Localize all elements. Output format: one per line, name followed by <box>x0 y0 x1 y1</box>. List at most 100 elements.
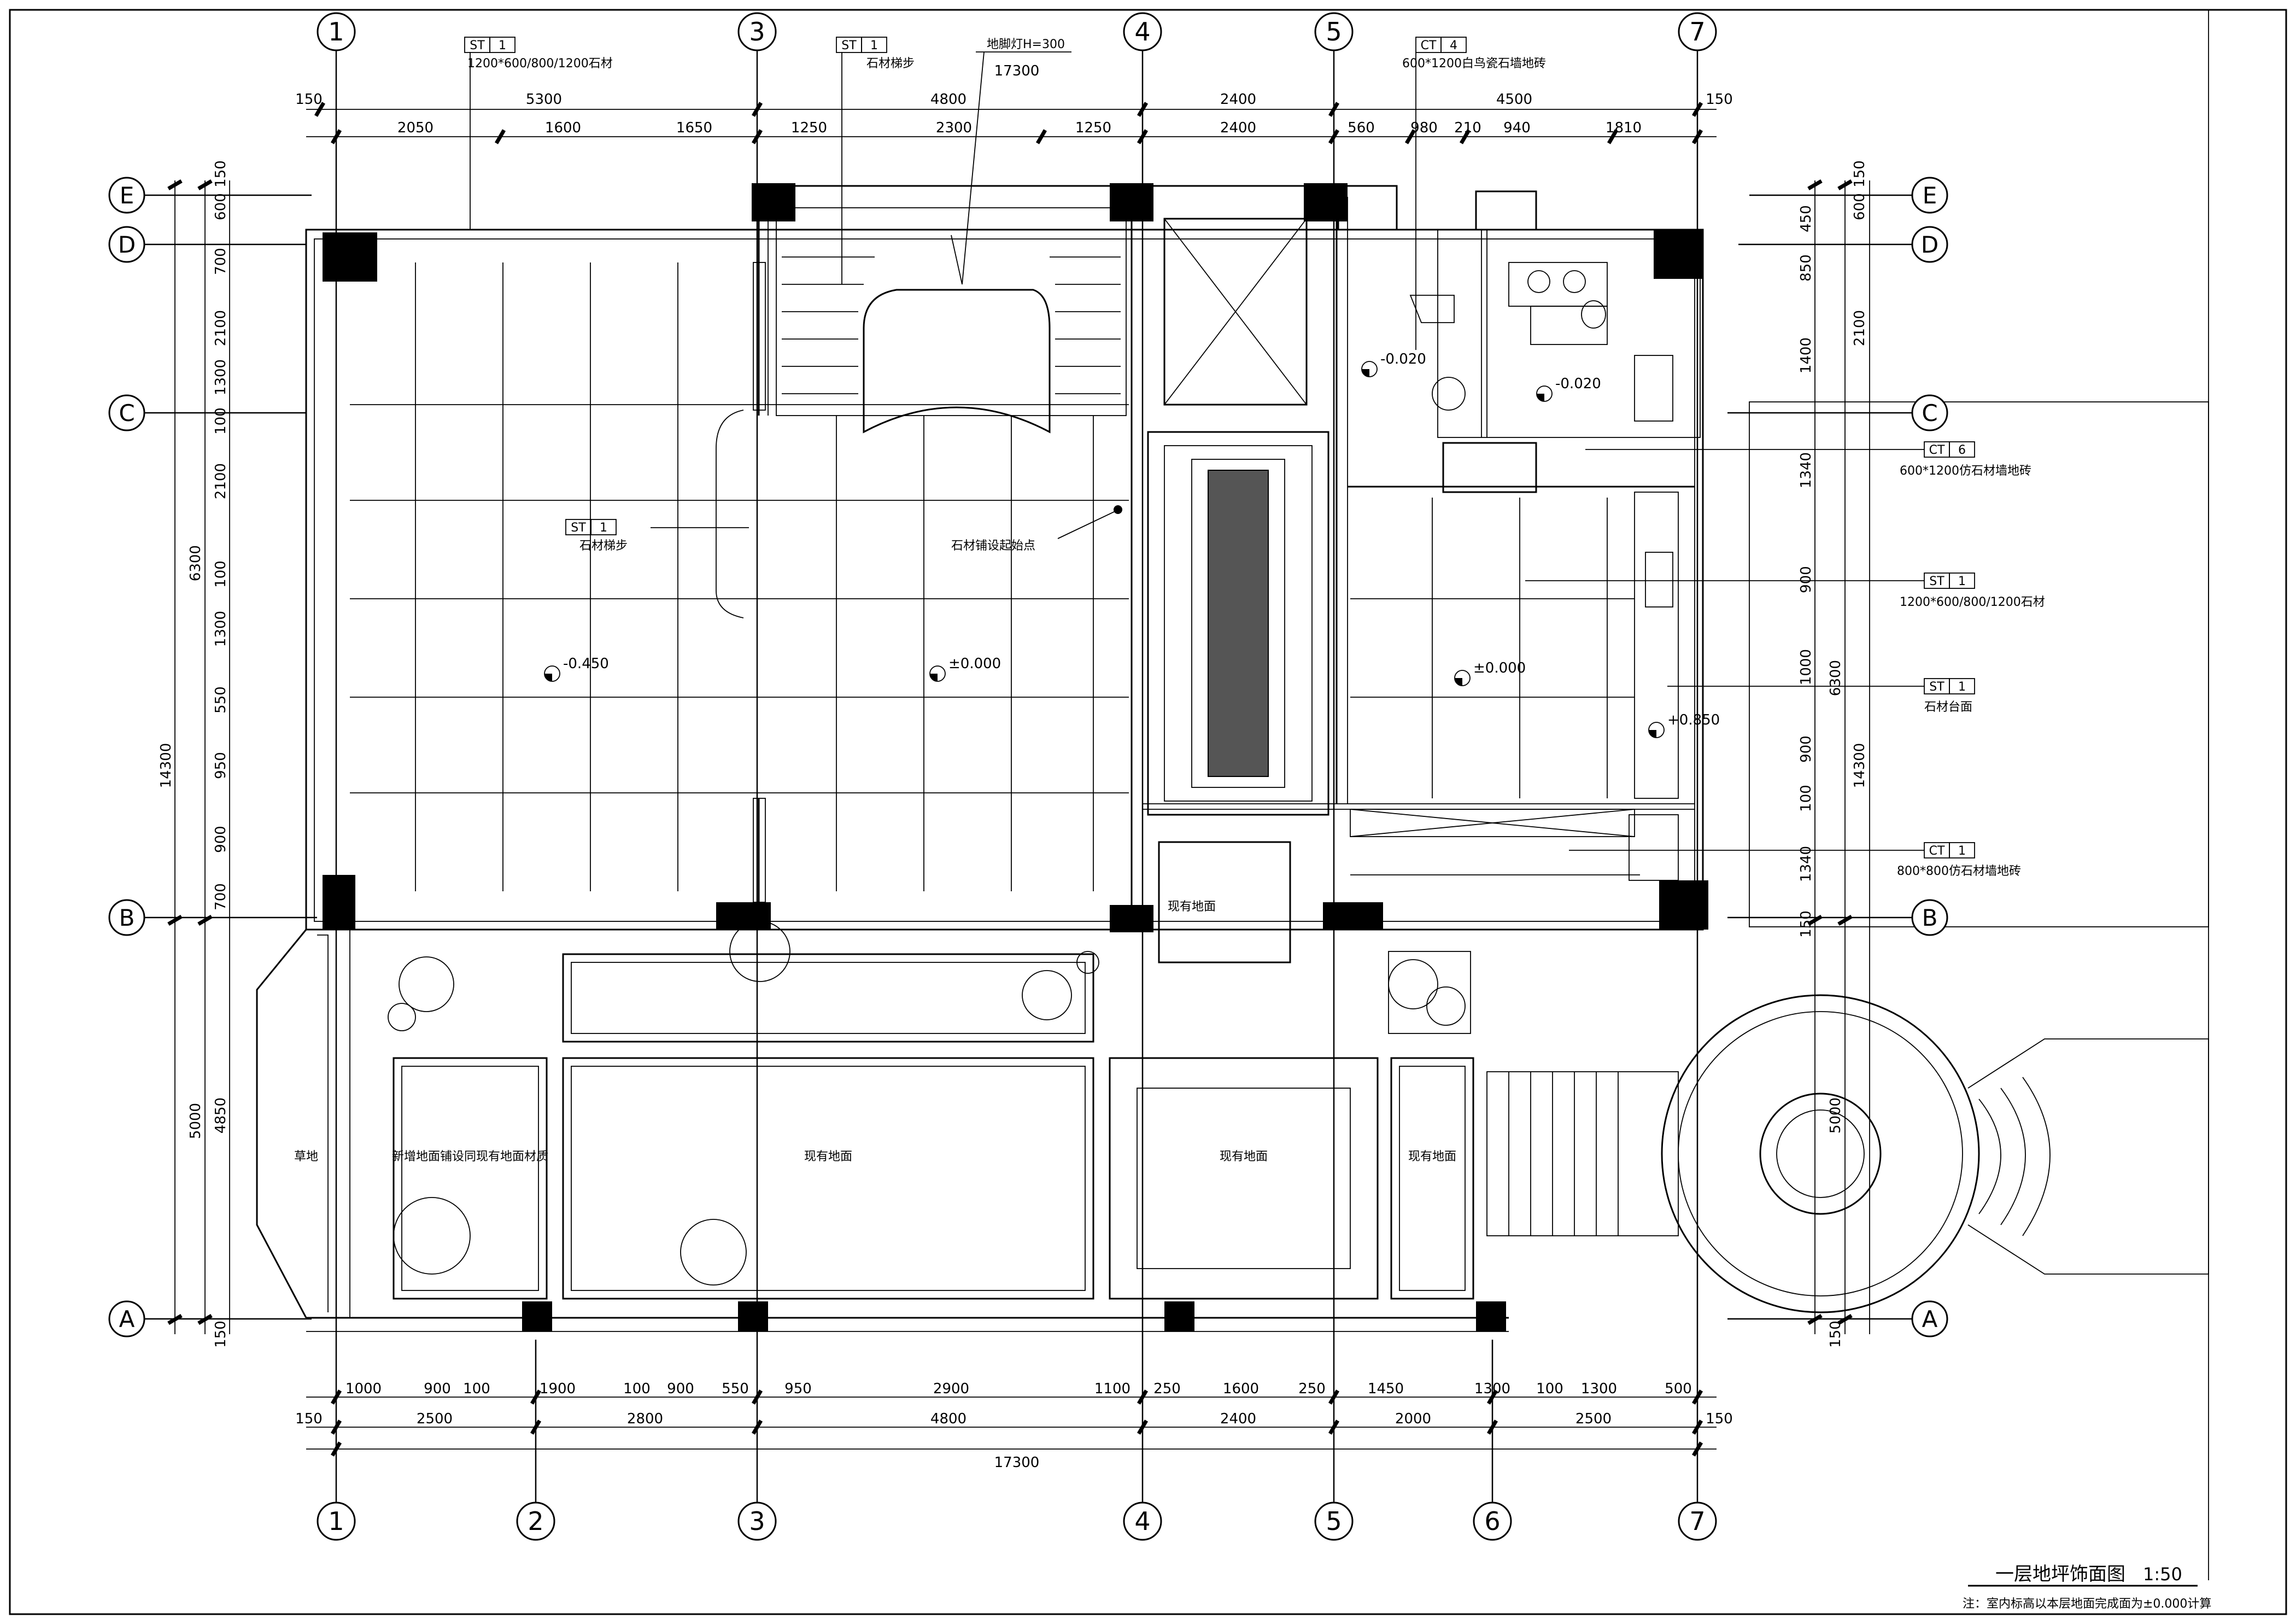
dimension-text: 1600 <box>1223 1381 1259 1397</box>
stone-start-label: 石材铺设起始点 <box>951 539 1035 553</box>
dimension-text: 100 <box>623 1381 651 1397</box>
tag-code: ST <box>571 521 586 535</box>
dimension-text: 2800 <box>627 1411 663 1427</box>
tag-code: CT <box>1929 443 1945 457</box>
existing-ground-label: 现有地面 <box>1168 900 1216 914</box>
dimension-text: 1100 <box>1094 1381 1131 1397</box>
right-dimensions: 150 600 450 850 2100 1400 1340 900 1000 … <box>1798 160 1868 1348</box>
dimension-text: 450 <box>1798 205 1814 232</box>
drawing-note: 注：室内标高以本层地面完成面为±0.000计算 <box>1963 1597 2211 1611</box>
dimension-text: 1400 <box>1798 337 1814 373</box>
dimension-text: 150 <box>1706 91 1733 108</box>
column-bubbles-bottom: 1 2 3 4 5 6 7 <box>317 1502 1717 1541</box>
dimension-text: 210 <box>1454 120 1481 136</box>
stair <box>716 207 1308 903</box>
axis-label: 3 <box>749 1506 765 1536</box>
dimension-text: 150 <box>213 1321 229 1348</box>
dimension-text: 100 <box>1798 785 1814 812</box>
bathroom-fixtures <box>1409 262 1673 493</box>
tag-number: 1 <box>600 521 607 535</box>
dimension-text: 1250 <box>1075 120 1111 136</box>
left-dimensions: 150 600 700 2100 1300 100 2100 100 1300 … <box>158 160 229 1348</box>
dimension-text: 4850 <box>213 1097 229 1134</box>
tag-code: CT <box>1421 39 1437 52</box>
tag-code: ST <box>1929 680 1944 694</box>
dimension-text: 1000 <box>345 1381 382 1397</box>
dimension-text: 700 <box>213 248 229 275</box>
dimension-overall: 5000 <box>188 1103 204 1139</box>
elevation-value: ±0.000 <box>1473 660 1526 676</box>
dimension-text: 150 <box>1828 1321 1844 1348</box>
axis-label: 5 <box>1326 1506 1342 1536</box>
dimension-text: 900 <box>1798 735 1814 763</box>
dimension-text: 940 <box>1503 120 1531 136</box>
axis-label: D <box>118 231 136 258</box>
dimension-text: 1450 <box>1368 1381 1404 1397</box>
tag-description: 1200*600/800/1200石材 <box>467 57 613 71</box>
tag-description: 1200*600/800/1200石材 <box>1900 595 2045 609</box>
axis-label: 5 <box>1326 17 1342 46</box>
elevation-values: -0.450 ±0.000 ±0.000 +0.850 -0.020 -0.02… <box>563 351 1720 728</box>
bottom-dimensions: 1000 900 100 1900 100 900 550 950 2900 1… <box>295 1381 1733 1471</box>
dimension-overall: 14300 <box>158 743 174 788</box>
dimension-text: 100 <box>213 407 229 435</box>
tag-code: ST <box>470 39 485 52</box>
dimension-text: 600 <box>213 193 229 220</box>
tag-description: 石材梯步 <box>866 57 915 71</box>
dimension-overall: 6300 <box>1828 660 1844 696</box>
dimension-text: 1300 <box>1474 1381 1510 1397</box>
dimension-text: 2900 <box>933 1381 969 1397</box>
dimension-text: 150 <box>295 1411 323 1427</box>
column-bubbles-top: 1 3 4 5 7 <box>317 12 1717 51</box>
dimension-text: 5300 <box>526 91 562 108</box>
drawing-scale: 1:50 <box>2143 1564 2182 1585</box>
dimension-text: 4800 <box>930 1411 967 1427</box>
existing-ground-label: 现有地面 <box>1408 1150 1456 1164</box>
dimension-text: 2400 <box>1220 120 1256 136</box>
dimension-text: 900 <box>424 1381 451 1397</box>
new-ground-label: 新增地面铺设同现有地面材质 <box>392 1150 548 1164</box>
dimension-text: 1340 <box>1798 846 1814 882</box>
axis-label: 7 <box>1689 17 1705 46</box>
axis-label: 3 <box>749 17 765 46</box>
dimension-text: 2500 <box>417 1411 453 1427</box>
dimension-text: 1300 <box>213 611 229 647</box>
dimension-text: 900 <box>1798 566 1814 593</box>
dimension-text: 600 <box>1852 193 1868 220</box>
elevation-value: -0.020 <box>1380 351 1426 367</box>
existing-ground-label: 现有地面 <box>804 1150 852 1164</box>
existing-ground-label: 现有地面 <box>1220 1150 1268 1164</box>
dimension-text: 1250 <box>791 120 827 136</box>
dimension-text: 2100 <box>1852 310 1868 346</box>
dimension-text: 550 <box>213 686 229 714</box>
dimension-text: 4500 <box>1496 91 1532 108</box>
building-outline <box>305 185 1704 931</box>
dimension-text: 850 <box>1798 254 1814 282</box>
tag-number: 1 <box>1958 844 1966 858</box>
dimension-text: 4800 <box>930 91 967 108</box>
axis-label: C <box>119 400 134 427</box>
axis-label: 2 <box>528 1506 543 1536</box>
axis-label: E <box>120 182 134 209</box>
axis-label: D <box>1921 231 1938 258</box>
dimension-text: 150 <box>1706 1411 1733 1427</box>
dimension-text: 1600 <box>545 120 581 136</box>
dimension-text: 950 <box>213 752 229 779</box>
tag-description: 800*800仿石材墙地砖 <box>1897 864 2021 878</box>
axis-label: 4 <box>1134 17 1150 46</box>
structural-columns <box>323 183 1708 1331</box>
elevation-value: +0.850 <box>1667 712 1720 728</box>
lawn-label: 草地 <box>294 1150 318 1164</box>
tag-number: 1 <box>1958 680 1966 694</box>
tag-description: 石材梯步 <box>579 539 628 553</box>
dimension-text: 1650 <box>676 120 712 136</box>
dimension-text: 150 <box>1852 160 1868 188</box>
dimension-text: 1000 <box>1798 649 1814 685</box>
tag-number: 1 <box>499 39 506 52</box>
dimension-text: 2400 <box>1220 91 1256 108</box>
dimension-text: 1300 <box>1581 1381 1617 1397</box>
dimension-text: 2100 <box>213 463 229 499</box>
tag-description: 600*1200仿石材墙地砖 <box>1900 464 2031 478</box>
axis-label: B <box>1922 904 1938 931</box>
material-tags: ST 1 1200*600/800/1200石材 ST 1 石材梯步 地脚灯H=… <box>464 37 2045 878</box>
